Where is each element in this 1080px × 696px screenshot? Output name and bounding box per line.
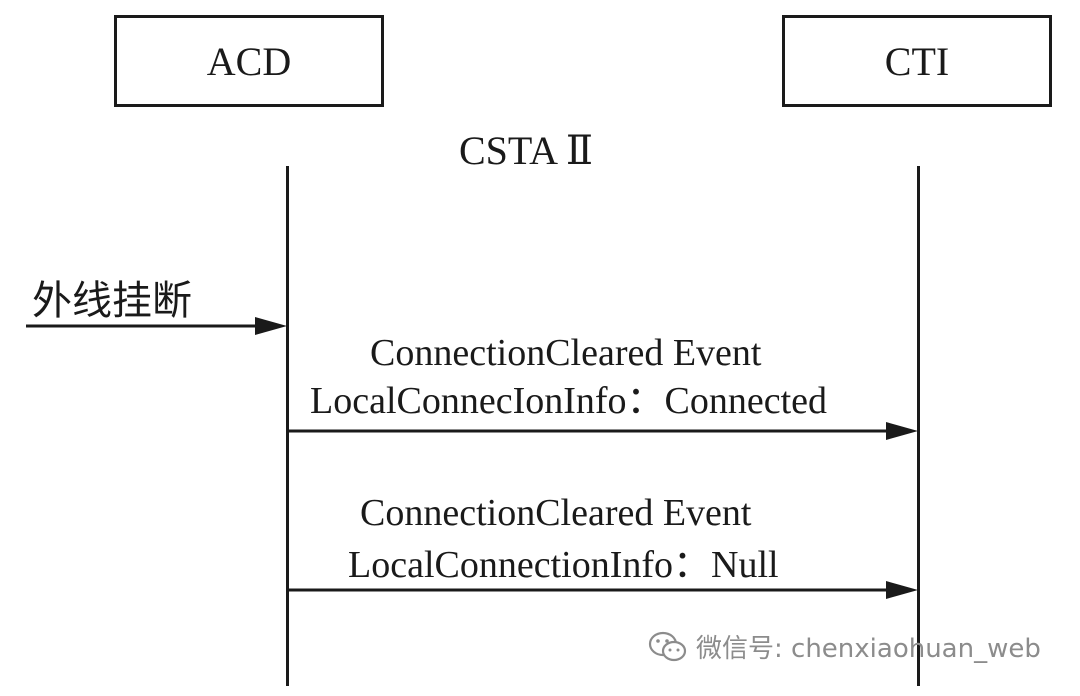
acd-box: ACD: [114, 15, 384, 107]
message-2-arrow: [288, 581, 918, 599]
external-hangup-arrow: [26, 317, 287, 335]
message-1-event-name: ConnectionCleared Event: [370, 332, 762, 374]
watermark: 微信号: chenxiaohuan_web: [648, 628, 1041, 665]
cti-label: CTI: [884, 38, 950, 84]
protocol-label: CSTA Ⅱ: [459, 128, 594, 173]
acd-label: ACD: [206, 38, 292, 84]
message-2-connection-info: LocalConnectionInfo：Null: [348, 544, 779, 586]
watermark-text: 微信号: chenxiaohuan_web: [696, 634, 1041, 664]
message-1-connection-info: LocalConnecIonInfo：Connected: [310, 380, 828, 422]
external-hangup-label: 外线挂断: [32, 278, 192, 324]
cti-box: CTI: [782, 15, 1052, 107]
message-1-arrow: [288, 422, 918, 440]
acd-lifeline: [286, 166, 289, 686]
message-2-event-name: ConnectionCleared Event: [360, 492, 752, 534]
cti-lifeline: [917, 166, 920, 686]
wechat-icon: [648, 631, 687, 661]
